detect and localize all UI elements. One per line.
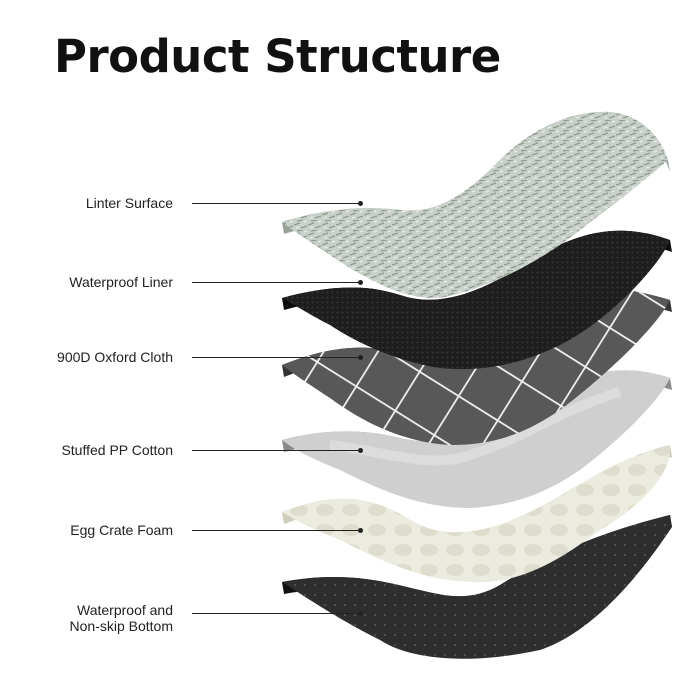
leader-dot-waterproof-liner [358,280,363,285]
leader-dot-pp-cotton [358,448,363,453]
label-linter-surface: Linter Surface [85,195,173,211]
leader-line-waterproof-liner [192,282,360,283]
leader-dot-oxford-cloth [358,355,363,360]
leader-dot-non-skip-bottom [358,611,363,616]
layer-waterproof-liner [282,230,672,370]
label-non-skip-bottom: Waterproof and Non-skip Bottom [69,602,173,634]
leader-line-non-skip-bottom [192,613,360,614]
label-egg-crate-foam: Egg Crate Foam [70,522,173,538]
leader-line-pp-cotton [192,450,360,451]
layer-linter-surface [282,111,670,299]
label-waterproof-liner: Waterproof Liner [69,274,173,290]
leader-dot-egg-crate-foam [358,528,363,533]
leader-dot-linter-surface [358,201,363,206]
layer-egg-crate-foam [282,445,672,583]
leader-line-oxford-cloth [192,357,360,358]
label-pp-cotton: Stuffed PP Cotton [61,442,173,458]
leader-line-egg-crate-foam [192,530,360,531]
label-oxford-cloth: 900D Oxford Cloth [57,349,173,365]
leader-line-linter-surface [192,203,360,204]
layer-non-skip-bottom [282,515,672,659]
page-title: Product Structure [54,30,501,83]
